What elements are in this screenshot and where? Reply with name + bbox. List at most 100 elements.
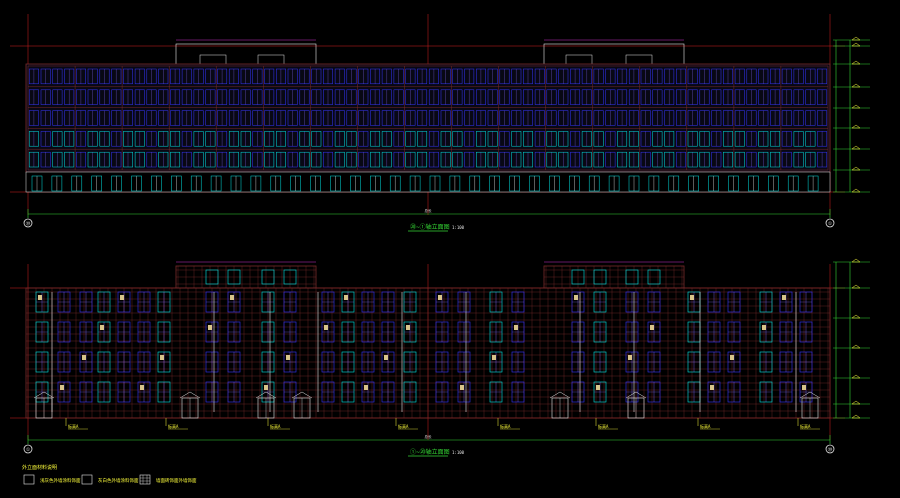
level-callout: 标高A (168, 423, 179, 429)
lit-pane (460, 385, 464, 390)
canopy (255, 391, 277, 399)
material-legend: 外立面材料说明 浅灰色外墙涂料饰面 灰白色外墙涂料饰面 墙面砖饰面外墙饰面 (22, 464, 197, 485)
legend-label: 灰白色外墙涂料饰面 (98, 477, 139, 484)
legend-label: 浅灰色外墙涂料饰面 (40, 477, 81, 484)
level-triangle (851, 344, 861, 349)
lit-pane (38, 295, 42, 300)
facade-outline (25, 63, 831, 173)
legend-label: 墙面砖饰面外墙饰面 (156, 477, 197, 484)
lit-pane (286, 355, 290, 360)
upper-elevation: ⑳ ① 总长 ⑳~①轴立面图 1:100 (10, 14, 870, 232)
upper-facade-walls (25, 43, 831, 173)
level-triangle (851, 414, 861, 419)
legend-swatch-plain (23, 474, 35, 485)
lit-pane (762, 325, 766, 330)
level-triangle (851, 400, 861, 405)
crown-window (205, 269, 219, 285)
level-triangle (851, 284, 861, 289)
level-triangle (851, 36, 861, 41)
axis-label-right: ① (828, 221, 833, 227)
axis-label-left: ① (26, 447, 31, 453)
lit-pane (492, 355, 496, 360)
lit-pane (384, 355, 388, 360)
legend-swatch-hatched (139, 474, 151, 485)
lit-pane (364, 385, 368, 390)
level-triangle (851, 42, 861, 47)
lit-pane (264, 385, 268, 390)
ground-floor-band (25, 171, 831, 193)
lit-pane (60, 385, 64, 390)
elevation-title: ①~⑳轴立面图 (410, 448, 450, 456)
level-triangle (851, 188, 861, 193)
lit-pane (650, 325, 654, 330)
crown-window (283, 269, 297, 285)
crown-window (571, 269, 585, 285)
lit-pane (324, 325, 328, 330)
elevation-scale: 1:100 (452, 225, 465, 230)
elevation-scale: 1:100 (452, 450, 465, 455)
lit-pane (160, 355, 164, 360)
legend-swatch-plain (81, 474, 93, 485)
level-triangle (851, 258, 861, 263)
lit-pane (514, 325, 518, 330)
crown-window (647, 269, 661, 285)
canopy (291, 391, 313, 399)
lower-window-bays (35, 269, 813, 412)
level-triangle (851, 166, 861, 171)
canopy (549, 391, 571, 399)
canopy (179, 391, 201, 399)
lower-entrances (33, 391, 821, 419)
lit-pane (406, 325, 410, 330)
level-triangle (851, 60, 861, 65)
level-callout: 标高A (500, 423, 511, 429)
canopy (799, 391, 821, 399)
lit-pane (730, 355, 734, 360)
overall-dimension-text: 总长 (425, 208, 433, 213)
level-callout: 标高A (270, 423, 281, 429)
lower-dimension-lines (27, 261, 831, 444)
level-triangle (851, 104, 861, 109)
level-callout: 标高A (598, 423, 609, 429)
lit-pane (100, 325, 104, 330)
axis-bubble-right (825, 444, 835, 454)
axis-label-right: ⑳ (828, 446, 833, 453)
elevation-title: ⑳~①轴立面图 (410, 223, 450, 231)
level-callout: 标高A (68, 423, 79, 429)
canopy (33, 391, 55, 399)
lit-pane (596, 385, 600, 390)
axis-bubble-right (825, 218, 835, 228)
lit-pane (438, 295, 442, 300)
upper-level-markers (833, 36, 870, 193)
axis-bubble-left (23, 444, 33, 454)
crown-window (625, 269, 639, 285)
level-triangle (851, 374, 861, 379)
lower-level-callouts: 标高A 标高A 标高A 标高A 标高A 标高A 标高A 标高A (65, 418, 820, 430)
lit-pane (140, 385, 144, 390)
level-callout: 标高A (700, 423, 711, 429)
lower-level-markers (833, 258, 870, 419)
canopy (625, 391, 647, 399)
axis-label-left: ⑳ (26, 220, 31, 227)
level-triangle (851, 314, 861, 319)
level-callout: 标高A (398, 423, 409, 429)
lit-pane (628, 355, 632, 360)
lit-pane (710, 385, 714, 390)
lit-pane (120, 295, 124, 300)
upper-dimension-lines (27, 39, 831, 218)
lit-pane (690, 295, 694, 300)
level-triangle (851, 124, 861, 129)
overall-dimension-text: 总长 (425, 434, 433, 439)
lit-pane (574, 295, 578, 300)
lit-pane (802, 385, 806, 390)
level-callout: 标高A (800, 423, 811, 429)
level-triangle (851, 145, 861, 150)
lit-pane (208, 325, 212, 330)
lit-pane (230, 295, 234, 300)
upper-ground-floor (25, 171, 831, 193)
level-triangle (851, 83, 861, 88)
legend-title: 外立面材料说明 (22, 464, 57, 471)
upper-window-grid (27, 65, 829, 171)
lit-pane (782, 295, 786, 300)
